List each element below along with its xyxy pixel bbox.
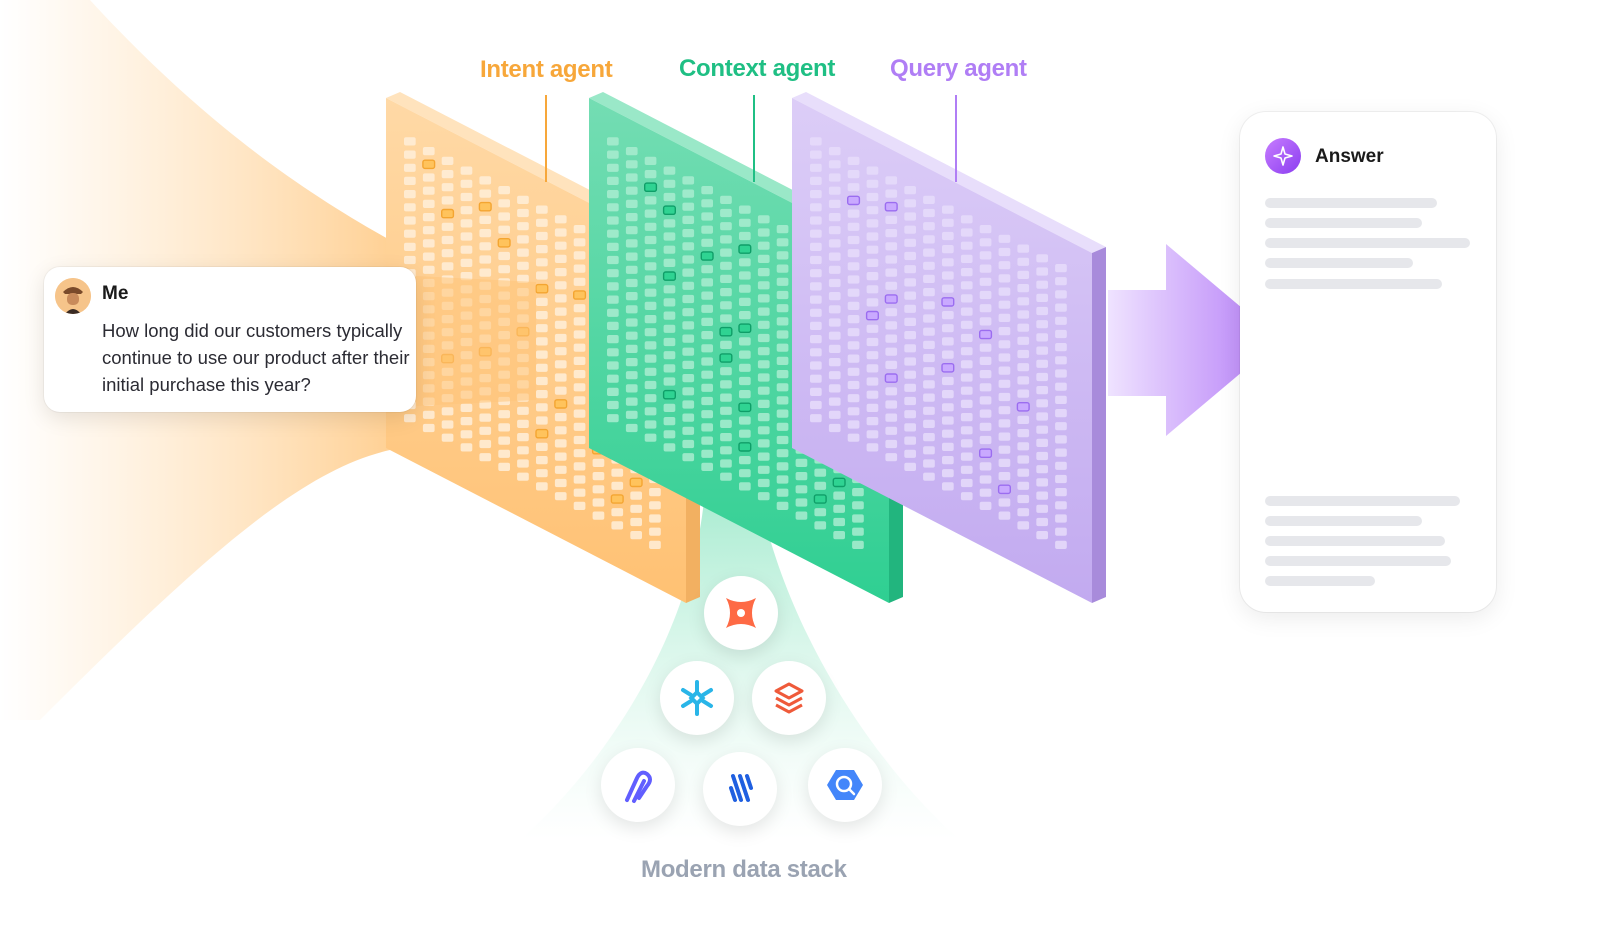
output-arrow xyxy=(1108,244,1280,436)
chat-connector xyxy=(416,276,536,406)
text-placeholder-line xyxy=(1265,218,1422,228)
data-stack-label: Modern data stack xyxy=(641,856,847,883)
sparkle-icon xyxy=(1265,138,1301,174)
intent-agent-label: Intent agent xyxy=(480,56,613,83)
chat-question-text: How long did our customers typically con… xyxy=(102,320,410,395)
text-placeholder-line xyxy=(1265,198,1437,208)
text-placeholder-line xyxy=(1265,238,1470,248)
chat-message: Me How long did our customers typically … xyxy=(44,267,416,412)
text-placeholder-line xyxy=(1265,516,1422,526)
query-panel xyxy=(792,92,1106,603)
context-agent-label: Context agent xyxy=(679,55,836,82)
answer-title: Answer xyxy=(1315,146,1384,167)
text-placeholder-line xyxy=(1265,576,1375,586)
avatar xyxy=(55,278,91,314)
answer-card: Answer xyxy=(1240,112,1496,612)
chat-sender-name: Me xyxy=(102,283,129,304)
dbt-icon xyxy=(704,576,778,650)
airbyte-icon xyxy=(601,748,675,822)
text-placeholder-line xyxy=(1265,556,1451,566)
text-placeholder-line xyxy=(1265,279,1442,289)
text-placeholder-line xyxy=(1265,258,1413,268)
query-agent-label: Query agent xyxy=(890,55,1027,82)
text-placeholder-line xyxy=(1265,496,1460,506)
bigquery-icon xyxy=(808,748,882,822)
text-placeholder-line xyxy=(1265,536,1445,546)
fivetran-icon xyxy=(703,752,777,826)
snowflake-icon xyxy=(660,661,734,735)
databricks-icon xyxy=(752,661,826,735)
